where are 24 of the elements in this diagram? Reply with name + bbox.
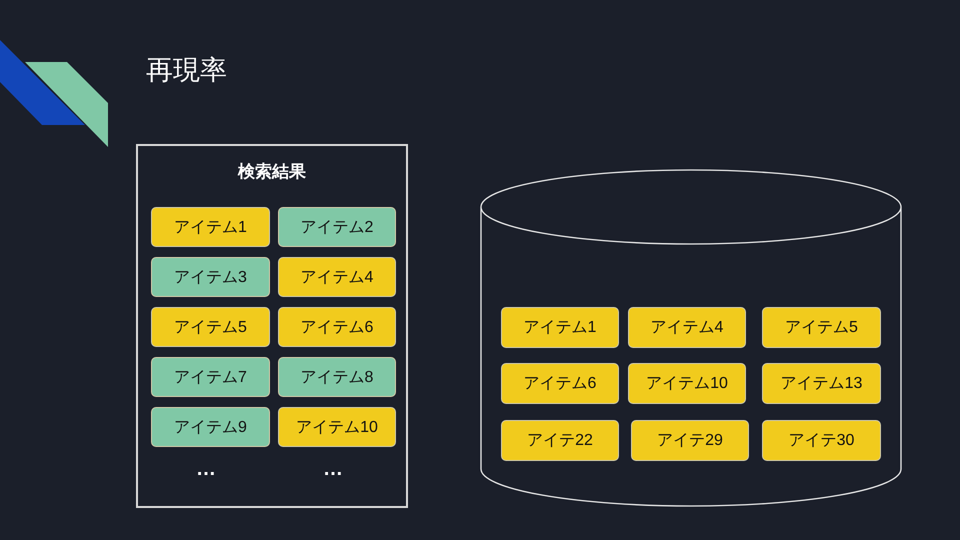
item-card: アイテム4 (278, 257, 396, 297)
ellipsis: … (196, 458, 216, 481)
item-card: アイテム5 (151, 307, 270, 347)
item-card: アイテム1 (151, 207, 270, 247)
slide-title: 再現率 (146, 54, 227, 87)
item-card: アイテム10 (628, 363, 746, 404)
item-card: アイテム4 (628, 307, 746, 348)
item-card: アイテ29 (631, 420, 749, 461)
item-card: アイテム2 (278, 207, 396, 247)
item-card: アイテム8 (278, 357, 396, 397)
item-card: アイテム1 (501, 307, 619, 348)
ellipsis: … (323, 458, 343, 481)
item-card: アイテム10 (278, 407, 396, 447)
panel-heading: 検索結果 (236, 161, 307, 183)
item-card: アイテム7 (151, 357, 270, 397)
item-card: アイテム3 (151, 257, 270, 297)
item-card: アイテ30 (762, 420, 881, 461)
item-card: アイテム13 (762, 363, 881, 404)
item-card: アイテム9 (151, 407, 270, 447)
item-card: アイテム6 (501, 363, 619, 404)
result-panel (136, 144, 408, 508)
item-card: アイテム6 (278, 307, 396, 347)
item-card: アイテム5 (762, 307, 881, 348)
item-card: アイテ22 (501, 420, 619, 461)
